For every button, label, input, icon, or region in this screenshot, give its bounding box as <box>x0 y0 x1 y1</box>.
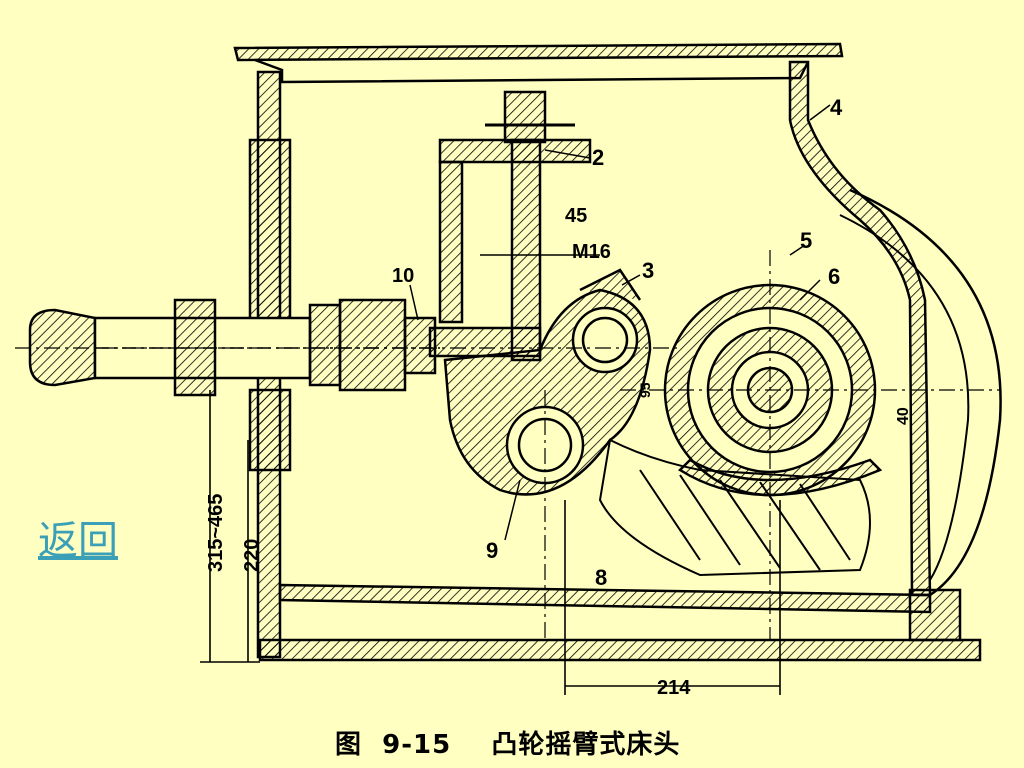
lower-plate <box>598 438 871 577</box>
dim-label-315-465: 315~465 <box>205 494 227 572</box>
bracket-assembly <box>438 90 600 362</box>
part-label-8: 8 <box>595 565 607 590</box>
rocker-arm <box>443 268 652 496</box>
dim-label-214: 214 <box>657 677 691 699</box>
leader-lines <box>409 104 831 541</box>
frame-outline <box>233 42 1002 662</box>
part-label-6: 6 <box>828 264 840 289</box>
center-lines <box>15 250 1000 640</box>
dim-label-95: 95 <box>637 382 653 398</box>
figure-caption: 图 9-15 凸轮摇臂式床头 <box>335 730 681 760</box>
dim-label-40: 40 <box>895 407 912 425</box>
dim-label-45: 45 <box>565 205 587 227</box>
dimension-lines <box>200 390 781 695</box>
part-label-2: 2 <box>592 145 604 170</box>
part-label-5: 5 <box>800 228 812 253</box>
dim-label-220: 220 <box>241 539 263 572</box>
part-label-9: 9 <box>486 538 498 563</box>
back-link[interactable]: 返回 <box>38 518 118 564</box>
part-label-3: 3 <box>642 258 654 283</box>
part-label-10: 10 <box>392 265 414 287</box>
dim-label-m16: M16 <box>572 241 611 263</box>
part-label-4: 4 <box>830 95 843 120</box>
